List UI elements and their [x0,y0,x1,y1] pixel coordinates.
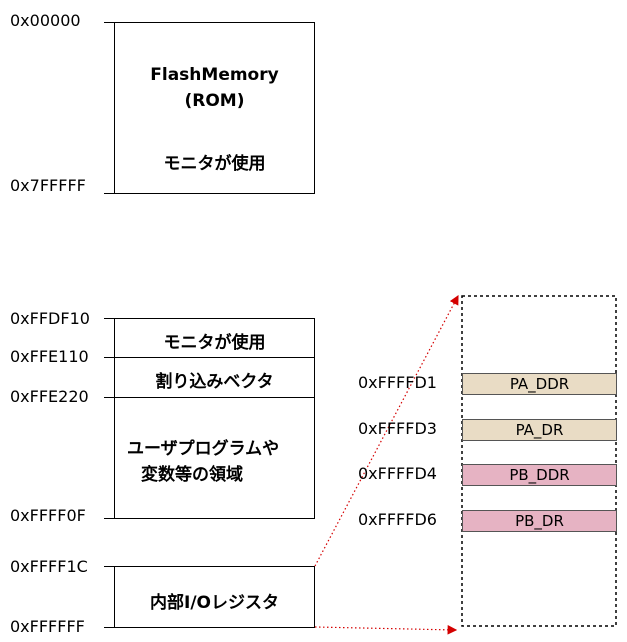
io-register-block: 内部I/Oレジスタ [114,566,315,628]
flash-usage: モニタが使用 [163,154,266,174]
ram-monitor-block: モニタが使用 [114,318,315,358]
register-pb-dr: PB_DR [462,510,617,532]
flash-end-tick [104,193,114,194]
ram-monitor-label: モニタが使用 [163,333,266,353]
ram-user-block: ユーザプログラムや 変数等の領域 [114,397,315,519]
io-start-address: 0xFFFF1C [10,557,88,576]
ram-tick-1 [104,357,114,358]
register-address-3: 0xFFFFD6 [358,510,437,529]
flash-start-tick [104,22,114,23]
ram-tick-3 [104,518,114,519]
expansion-arrow-bottom [314,625,458,635]
ram-user-label-line1: ユーザプログラムや [127,439,280,459]
register-address-0: 0xFFFFD1 [358,373,437,392]
ram-vector-label: 割り込みベクタ [155,372,274,392]
io-start-tick [104,566,114,567]
ram-address-1: 0xFFE110 [10,347,89,366]
ram-address-0: 0xFFDF10 [10,309,90,328]
flash-end-address: 0x7FFFFF [10,176,86,195]
flash-subtitle: (ROM) [184,91,245,111]
ram-tick-0 [104,318,114,319]
io-end-address: 0xFFFFFF [10,617,85,636]
io-register-label: 内部I/Oレジスタ [150,593,279,613]
register-pa-ddr: PA_DDR [462,373,617,395]
ram-user-label-line2: 変数等の領域 [141,465,243,485]
register-address-2: 0xFFFFD4 [358,464,437,483]
flash-start-address: 0x00000 [10,11,81,30]
ram-address-3: 0xFFFF0F [10,506,86,525]
register-pb-ddr: PB_DDR [462,464,617,486]
register-pa-dr: PA_DR [462,419,617,441]
register-address-1: 0xFFFFD3 [358,419,437,438]
flash-memory-block: FlashMemory (ROM) モニタが使用 [114,22,315,194]
ram-vector-block: 割り込みベクタ [114,357,315,398]
ram-address-2: 0xFFE220 [10,387,89,406]
ram-tick-2 [104,397,114,398]
register-detail-frame [461,295,617,627]
flash-title: FlashMemory [150,65,279,85]
expansion-arrow-top [314,294,459,567]
io-end-tick [104,627,114,628]
